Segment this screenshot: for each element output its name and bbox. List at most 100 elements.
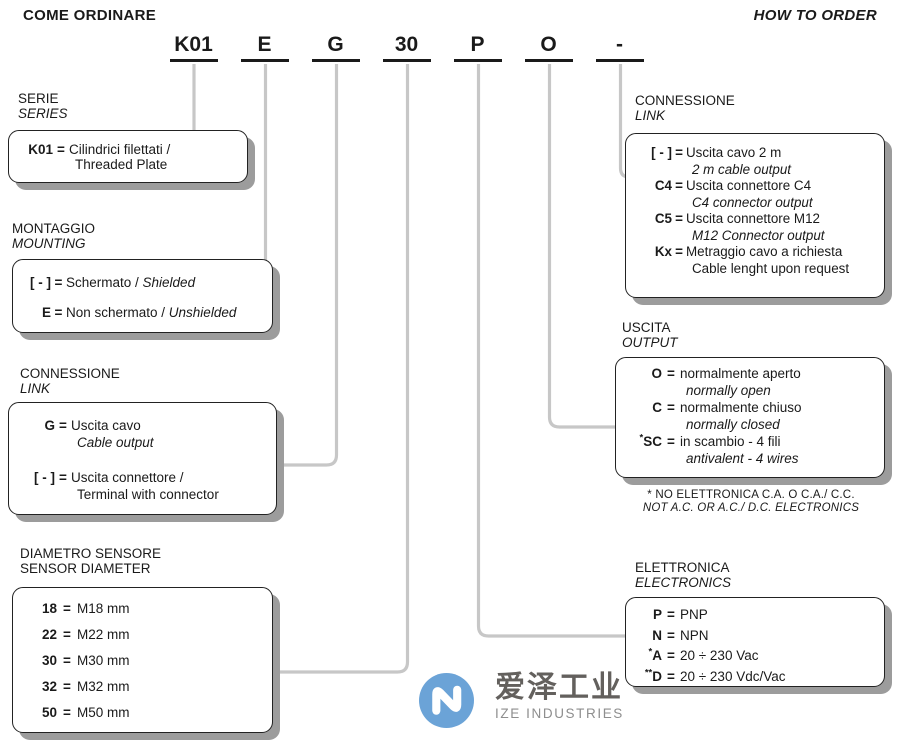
definition-text: antivalent - 4 wires — [686, 451, 799, 466]
watermark-english-text: IZE INDUSTRIES — [495, 706, 624, 721]
equals-sign: = — [667, 434, 675, 449]
section-label-serie: SERIE SERIES — [18, 91, 68, 121]
code-definition-line: 32=M32 mm — [31, 679, 268, 694]
definition-text: normally open — [686, 383, 771, 398]
order-code-segment: 30 — [371, 32, 442, 62]
definition-code: *A — [648, 646, 662, 663]
definition-code: C4 — [654, 178, 672, 193]
equals-sign: = — [675, 178, 683, 193]
order-code-segment: - — [584, 32, 655, 62]
code-definition-line: Cable lenght upon request — [634, 261, 882, 278]
definition-text: 20 ÷ 230 Vdc/Vac — [680, 668, 786, 684]
definition-code: K01 — [28, 142, 53, 157]
order-code-segment: P — [442, 32, 513, 62]
section-label-diametro: DIAMETRO SENSORE SENSOR DIAMETER — [20, 546, 162, 576]
definition-text: 20 ÷ 230 Vac — [680, 648, 759, 663]
equals-sign: = — [63, 601, 71, 616]
code-definition-line: Terminal with connector — [17, 486, 272, 503]
definition-text: Metraggio cavo a richiesta — [686, 244, 843, 259]
equals-sign: = — [675, 145, 683, 160]
definition-code: **D — [644, 667, 662, 684]
definition-code: 22 — [41, 627, 57, 642]
equals-sign: = — [667, 668, 675, 684]
ize-logo-icon — [419, 673, 474, 728]
equals-sign: = — [63, 705, 71, 720]
equals-sign: = — [57, 142, 65, 157]
definition-code: C5 — [654, 211, 672, 226]
equals-sign: = — [667, 366, 675, 381]
code-definition-line: O = normalmente aperto — [628, 365, 882, 382]
code-definition-line: Cable output — [17, 434, 272, 451]
page-title-english: HOW TO ORDER — [753, 7, 877, 24]
code-definition-line: C5=Uscita connettore M12 — [634, 211, 882, 228]
section-label-montaggio: MONTAGGIO MOUNTING — [12, 221, 95, 251]
definition-code: 50 — [41, 705, 57, 720]
order-code-underline — [240, 59, 289, 62]
definition-text: Cable lenght upon request — [692, 260, 850, 276]
equals-sign: = — [667, 648, 675, 663]
equals-sign: = — [667, 607, 675, 622]
order-code-underline — [169, 59, 218, 62]
definition-text: Cable output — [77, 435, 154, 450]
definition-text: Cilindrici filettati / — [69, 142, 171, 157]
code-definition-line: C=normalmente chiuso — [628, 399, 882, 416]
equals-sign: = — [667, 627, 675, 643]
definition-text: NPN — [680, 627, 709, 643]
definition-code: [ - ] — [30, 275, 51, 290]
definition-text: normalmente aperto — [680, 366, 801, 381]
equals-sign: = — [59, 418, 67, 433]
definition-text: normally closed — [686, 417, 780, 432]
order-code-underline — [311, 59, 360, 62]
code-definition-line: 18=M18 mm — [31, 601, 268, 616]
equals-sign: = — [59, 470, 67, 485]
definition-text: 2 m cable output — [692, 161, 792, 177]
code-definition-line: [ - ]=Uscita cavo 2 m — [634, 145, 882, 162]
section-label-uscita: USCITA OUTPUT — [622, 320, 678, 350]
order-code-underline — [524, 59, 573, 62]
definition-code: G — [44, 418, 55, 433]
equals-sign: = — [63, 653, 71, 668]
code-definition-line: normally open — [628, 382, 882, 399]
definition-code: E — [41, 305, 51, 320]
definition-text: Terminal with connector — [77, 487, 219, 502]
code-definition-line: E=Non schermato / Unshielded — [19, 305, 268, 320]
code-definition-line: [ - ]=Uscita connettore / — [17, 469, 272, 486]
section-label-connessione-left: CONNESSIONE LINK — [20, 366, 120, 396]
order-code-segment-text: O — [540, 33, 557, 56]
definition-text: M50 mm — [77, 705, 130, 720]
code-definition-line: P=PNP — [636, 605, 882, 626]
order-code-underline — [453, 59, 502, 62]
equals-sign: = — [54, 305, 63, 320]
definition-text: C4 connector output — [692, 194, 813, 210]
definition-text: M12 Connector output — [692, 227, 825, 243]
order-code-segment-text: K01 — [174, 33, 213, 56]
definition-text: M30 mm — [77, 653, 130, 668]
uscita-footnote: * NO ELETTRONICA C.A. O C.A./ C.C. NOT A… — [642, 489, 860, 514]
order-code-segment-text: P — [470, 33, 485, 56]
code-definition-line: Kx=Metraggio cavo a richiesta — [634, 244, 882, 261]
code-definition-line: *SC=in scambio - 4 fili — [628, 433, 882, 450]
equals-sign: = — [667, 400, 675, 415]
order-code-segment-text: 30 — [394, 33, 419, 56]
code-definition-line: C4=Uscita connettore C4 — [634, 178, 882, 195]
code-definition-line: 30 = M30 mm — [31, 653, 268, 668]
definition-text: normalmente chiuso — [680, 400, 802, 415]
code-definition-line: G=Uscita cavo — [17, 417, 272, 434]
definition-code: O — [651, 366, 662, 381]
definition-text: M32 mm — [77, 679, 130, 694]
order-code-underline — [382, 59, 431, 62]
definition-text: M18 mm — [77, 601, 130, 616]
ize-watermark: 爱泽工业 IZE INDUSTRIES — [419, 671, 624, 728]
section-label-elettronica: ELETTRONICA ELECTRONICS — [635, 560, 732, 590]
order-code-segment: K01 — [158, 32, 229, 62]
definition-text: Uscita connettore / — [71, 470, 184, 485]
definition-code: 30 — [41, 653, 57, 668]
code-definition-line: 2 m cable output — [634, 162, 882, 179]
definition-text: Uscita cavo 2 m — [686, 145, 782, 160]
definition-code: 32 — [41, 679, 57, 694]
